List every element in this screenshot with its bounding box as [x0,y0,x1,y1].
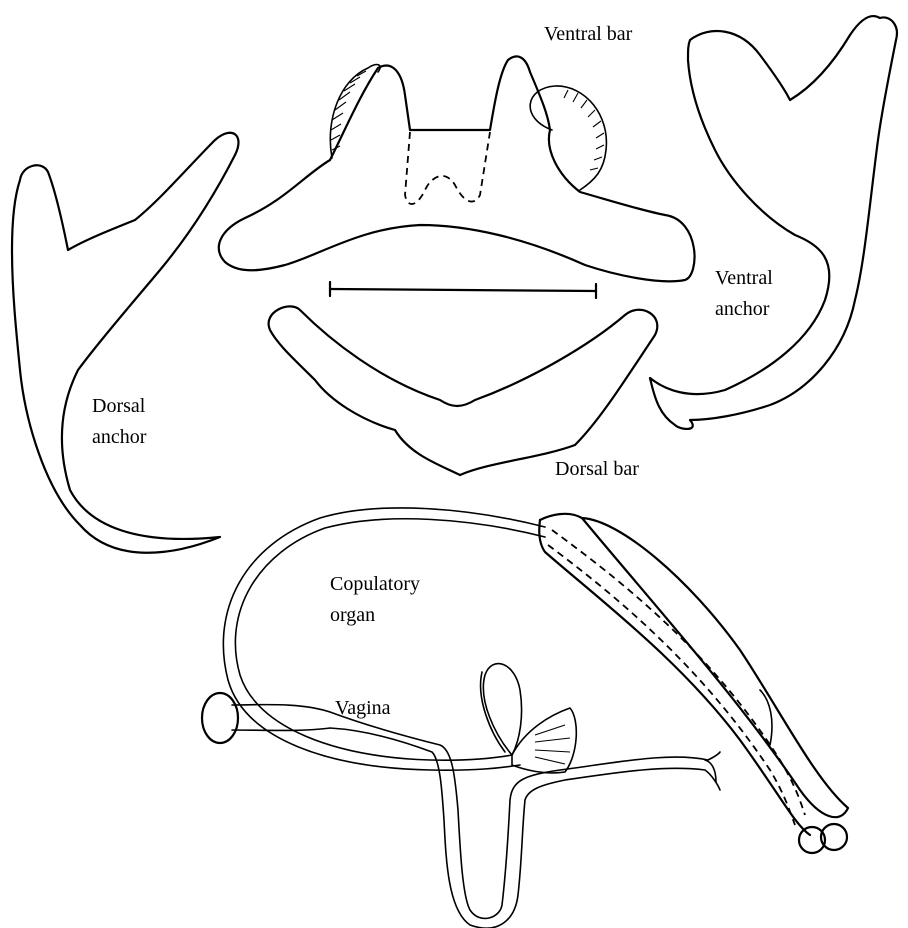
ventral-anchor-label-line1: Ventral [715,266,773,291]
dorsal-bar [269,306,658,475]
ventral-bar-right-hatching [564,90,604,170]
ventral-anchor [650,16,897,429]
ventral-anchor-label-line2: anchor [715,297,769,322]
vagina-label: Vagina [335,696,391,721]
scale-bar [330,282,596,298]
copulatory-organ-label-line2: organ [330,603,375,628]
copulatory-organ [223,508,848,853]
ventral-bar-dashed-outline [405,132,490,204]
dorsal-anchor [12,133,238,553]
vagina [202,693,720,928]
dorsal-anchor-label-line1: Dorsal [92,394,145,419]
ventral-bar-label: Ventral bar [544,22,632,47]
ventral-bar [219,56,695,281]
dorsal-bar-label: Dorsal bar [555,457,639,482]
dorsal-anchor-label-line2: anchor [92,425,146,450]
copulatory-organ-label-line1: Copulatory [330,572,420,597]
